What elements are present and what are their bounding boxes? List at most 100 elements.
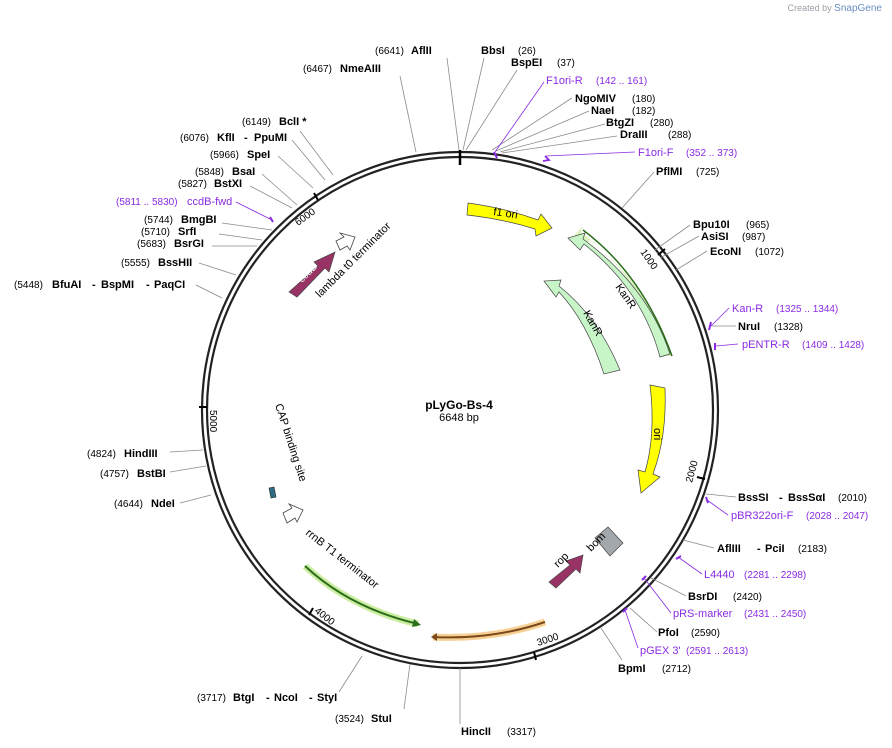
site-name-ndei[interactable]: NdeI	[151, 498, 175, 510]
site-sep-kfli: -	[244, 132, 248, 144]
site-name-btgi[interactable]: BtgI	[233, 692, 254, 704]
leader-spei	[277, 155, 314, 189]
site-name-bsai[interactable]: BsaI	[232, 166, 255, 178]
feature-f1-ori[interactable]: f1 ori	[466, 202, 553, 237]
site-name-bfuai[interactable]: BfuAI	[52, 279, 81, 291]
tick-mark-3000	[533, 651, 537, 661]
leader-bsshii	[198, 262, 237, 276]
leader-stui	[403, 663, 411, 710]
site-name-bstbi[interactable]: BstBI	[137, 468, 166, 480]
site-name-spei[interactable]: SpeI	[247, 149, 270, 161]
tick-mark-1000	[657, 248, 666, 256]
feature-green-arc-upper[interactable]	[582, 229, 673, 357]
feature-orange-arc[interactable]	[431, 618, 547, 641]
site-name2-kfli[interactable]: PpuMI	[254, 132, 287, 144]
site-pos-bbsi: (26)	[518, 46, 536, 57]
site-name-draiii[interactable]: DraIII	[620, 129, 648, 141]
primer-name-prs[interactable]: pRS-marker	[673, 608, 733, 620]
primer-name-pgex[interactable]: pGEX 3'	[640, 645, 681, 657]
site-name-bsrgi[interactable]: BsrGI	[174, 238, 204, 250]
site-name-econi[interactable]: EcoNI	[710, 246, 741, 258]
site-sep1-bfuai: -	[92, 279, 96, 291]
site-pos-bsshii: (5555)	[121, 258, 150, 269]
snapgene-credit: Created by SnapGene	[788, 3, 882, 14]
site-pos-bsrdi: (2420)	[733, 592, 762, 603]
site-pos-bsssi: (2010)	[838, 493, 867, 504]
site-name-afiii[interactable]: AflII	[411, 45, 432, 57]
primer-leader-lines	[235, 81, 739, 649]
leader-asisi	[659, 235, 700, 259]
primer-pos-pentr-r: (1409 .. 1428)	[802, 340, 864, 351]
feature-green-arc-lower[interactable]	[302, 563, 421, 628]
leader-bmgbi	[221, 222, 273, 231]
site-name-bsshii[interactable]: BssHII	[158, 257, 192, 269]
primer-name-pentr-r[interactable]: pENTR-R	[742, 339, 790, 351]
primer-pos-pbr322: (2028 .. 2047)	[806, 511, 868, 522]
site-name2-bfuai[interactable]: BspMI	[101, 279, 134, 291]
primer-pos-f1ori-r: (142 .. 161)	[596, 76, 647, 87]
site-name-bmgbi[interactable]: BmgBI	[181, 214, 216, 226]
feature-kanr-inner[interactable]: KanR	[543, 279, 621, 375]
site-name-asisi[interactable]: AsiSI	[701, 231, 729, 243]
site-pos-afliii: (2183)	[798, 544, 827, 555]
feature-rop[interactable]: rop	[548, 550, 584, 589]
feature-label-cap: CAP binding site	[272, 402, 308, 483]
primer-pos-pgex: (2591 .. 2613)	[686, 646, 748, 657]
site-sep2-bfuai: -	[146, 279, 150, 291]
site-name2-bsssi[interactable]: BssSαI	[788, 492, 825, 504]
site-name-kfli[interactable]: KflI	[217, 132, 235, 144]
site-pos-nrui: (1328)	[774, 322, 803, 333]
site-name-stui[interactable]: StuI	[371, 713, 392, 725]
credit-prefix: Created by	[787, 3, 832, 13]
site-name-pfoi[interactable]: PfoI	[658, 627, 679, 639]
primer-pos-prs: (2431 .. 2450)	[744, 609, 806, 620]
site-name-afliii[interactable]: AflIII	[717, 543, 741, 555]
site-name-bsssi[interactable]: BssSI	[738, 492, 769, 504]
leader-afiii	[446, 57, 460, 151]
site-name-bpmi[interactable]: BpmI	[618, 663, 646, 675]
site-pos-hincii: (3317)	[507, 727, 536, 738]
site-name-bspei[interactable]: BspEI	[511, 57, 542, 69]
site-name-bbsi[interactable]: BbsI	[481, 45, 505, 57]
primer-pos-kan-r: (1325 .. 1344)	[776, 304, 838, 315]
site-pos-bpu10i: (965)	[746, 220, 769, 231]
site-name-ngomiv[interactable]: NgoMIV	[575, 93, 617, 105]
site-name-nmeaiii[interactable]: NmeAIII	[340, 63, 381, 75]
tick-mark-4000	[308, 607, 314, 616]
site-name-pflmi[interactable]: PflMI	[656, 166, 682, 178]
leader-bsai	[261, 173, 298, 206]
site-name-nrui[interactable]: NruI	[738, 321, 760, 333]
feature-cap-binding-site[interactable]: CAP binding site	[268, 402, 309, 499]
feature-kanr-outer[interactable]: KanR	[567, 226, 672, 358]
primer-name-ccdb-fwd[interactable]: ccdB-fwd	[187, 196, 232, 208]
site-name3-bfuai[interactable]: PaqCI	[154, 279, 185, 291]
site-name-bpu10i[interactable]: Bpu10I	[693, 219, 730, 231]
site-name-srfi[interactable]: SrfI	[178, 226, 196, 238]
site-name2-btgi[interactable]: NcoI	[274, 692, 298, 704]
site-name-btgzi[interactable]: BtgZI	[606, 117, 634, 129]
site-name2-afliii[interactable]: PciI	[765, 543, 785, 555]
site-name3-btgi[interactable]: StyI	[317, 692, 337, 704]
site-name-bcli[interactable]: BclI *	[279, 116, 307, 128]
feature-ori[interactable]: ori	[637, 384, 666, 494]
leader-pbr322	[706, 499, 729, 516]
site-sep2-btgi: -	[309, 692, 313, 704]
site-pos-kfli: (6076)	[180, 133, 209, 144]
primer-name-f1ori-f[interactable]: F1ori-F	[638, 147, 674, 159]
primer-name-pbr322[interactable]: pBR322ori-F	[731, 510, 794, 522]
site-name-hincii[interactable]: HincII	[461, 726, 491, 738]
leader-econi	[675, 250, 708, 271]
site-name-hindiii[interactable]: HindIII	[124, 448, 158, 460]
leader-bfuai	[195, 284, 223, 299]
leader-lines	[169, 57, 737, 724]
site-name-naei[interactable]: NaeI	[591, 105, 614, 117]
primer-name-f1ori-r[interactable]: F1ori-R	[546, 75, 583, 87]
feature-rrnb-terminator[interactable]: rrnB T1 terminator	[282, 503, 381, 591]
site-name-bsrdi[interactable]: BsrDI	[688, 591, 717, 603]
site-name-bstxi[interactable]: BstXI	[214, 178, 242, 190]
site-pos-bstbi: (4757)	[100, 469, 129, 480]
primer-name-kan-r[interactable]: Kan-R	[732, 303, 763, 315]
feature-bom[interactable]: bom	[585, 526, 624, 557]
primer-name-l4440[interactable]: L4440	[704, 569, 735, 581]
leader-ngomiv	[491, 97, 573, 151]
